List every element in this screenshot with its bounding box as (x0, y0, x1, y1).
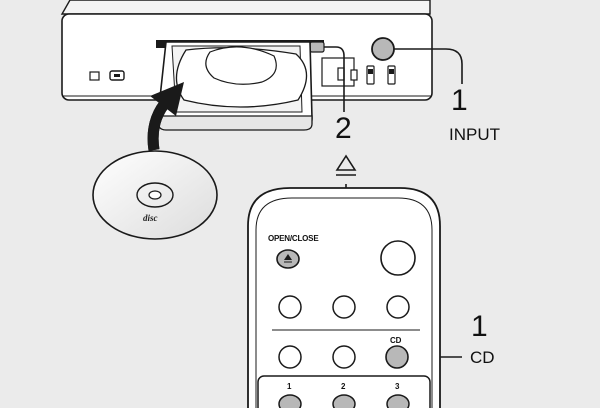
cd-disc (92, 150, 218, 240)
remote-control (247, 187, 441, 408)
input-step-number: 1 (451, 84, 468, 117)
number-key-1[interactable] (278, 394, 302, 408)
eject-icon (335, 154, 357, 176)
cd-key-label: CD (390, 336, 402, 345)
disc-tray (157, 41, 313, 131)
leader-input (394, 48, 463, 84)
remote-button[interactable] (278, 345, 302, 369)
remote-cd-button[interactable] (385, 345, 409, 369)
remote-button[interactable] (386, 295, 410, 319)
number-key-3[interactable] (386, 394, 410, 408)
cd-step-number: 1 (471, 310, 488, 343)
eject-step-number: 2 (335, 112, 352, 145)
disc-logo: disc (143, 213, 158, 223)
number-key-3-label: 3 (395, 382, 400, 391)
input-label: INPUT (449, 125, 500, 144)
remote-button[interactable] (332, 345, 356, 369)
remote-button[interactable] (332, 295, 356, 319)
number-key-1-label: 1 (287, 382, 292, 391)
input-knob[interactable] (371, 37, 395, 61)
unit-eject-button[interactable] (309, 41, 325, 53)
cd-label: CD (470, 348, 495, 367)
number-key-2-label: 2 (341, 382, 346, 391)
leader-eject-unit (324, 46, 345, 112)
insert-arrow-icon (147, 82, 184, 151)
remote-button[interactable] (278, 295, 302, 319)
remote-large-button[interactable] (380, 240, 416, 276)
number-key-2[interactable] (332, 394, 356, 408)
remote-eject-icon (284, 254, 292, 260)
open-close-label: OPEN/CLOSE (268, 234, 319, 243)
headphone-jack (89, 71, 100, 81)
